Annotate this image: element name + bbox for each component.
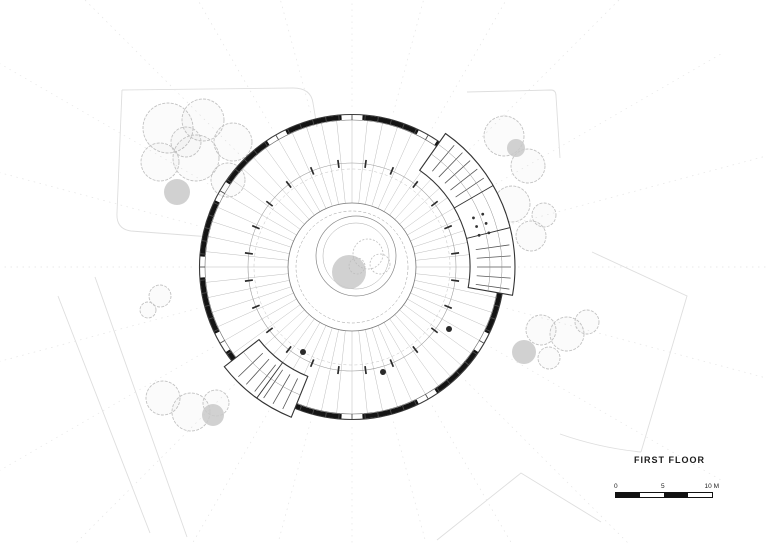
scale-tick-labels: 0 5 10 M: [614, 483, 719, 491]
scale-bar: 0 5 10 M: [614, 483, 719, 499]
column-ticks: [244, 159, 460, 375]
floor-label: FIRST FLOOR: [634, 455, 705, 465]
tree-clusters: [139, 98, 600, 432]
scale-segment: [664, 493, 688, 497]
stair-wing-northeast-details: [431, 143, 511, 294]
scale-segment: [640, 493, 664, 497]
scale-bar-strip: [615, 492, 713, 498]
scale-tick-5: 5: [661, 483, 665, 490]
scale-segment: [616, 493, 640, 497]
stair-wing-northeast: [418, 132, 516, 296]
scale-tick-0: 0: [614, 483, 618, 490]
stair-wing-southwest-details: [238, 351, 301, 410]
interior-columns: [300, 326, 452, 375]
stair-wing-southwest: [223, 338, 309, 418]
scale-segment: [688, 493, 712, 497]
central-courtyard: [332, 238, 391, 289]
site-boundary-lines: [57, 87, 688, 541]
scale-tick-10: 10 M: [704, 483, 719, 490]
